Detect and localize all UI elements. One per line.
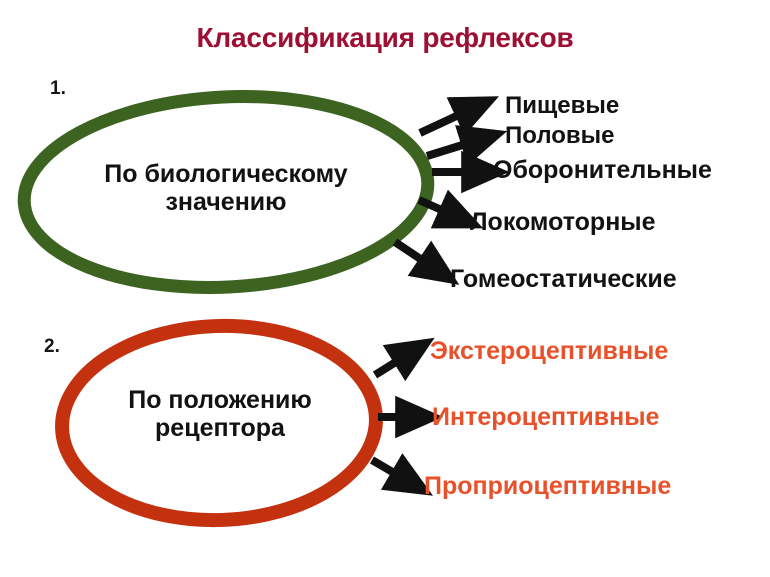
page-title: Классификация рефлексов: [196, 22, 574, 53]
leaf-label-eksteroceptivnye: Экстероцептивные: [430, 337, 669, 365]
leaf-label-proprioceptivnye: Проприоцептивные: [424, 472, 672, 500]
group-1-label-line2: значению: [165, 188, 287, 216]
leaf-label-interoceptivnye: Интероцептивные: [432, 403, 660, 431]
group-1-label-line1: По биологическому: [104, 160, 348, 188]
group-2-label-line1: По положению: [128, 386, 312, 414]
group-1-ellipse: [17, 90, 435, 294]
group-2-label-line2: рецептора: [155, 414, 285, 442]
leaf-label-polovye: Половые: [505, 122, 615, 149]
arrow-1-5: [392, 238, 460, 285]
leaf-label-lokomotornye: Локомоторные: [470, 208, 656, 236]
leaf-label-pishchevye: Пищевые: [505, 92, 620, 119]
arrow-2-1: [372, 337, 435, 382]
group-number-1: 1.: [50, 78, 66, 99]
leaf-label-oboronitelnye: Оборонительные: [493, 156, 712, 184]
group-2-ellipse: [55, 318, 383, 528]
group-1-label: По биологическому значению: [18, 160, 434, 216]
leaf-label-gomeostaticheskie: Гомеостатические: [450, 265, 677, 293]
arrow-1-1: [418, 96, 500, 137]
group-2-label: По положению рецептора: [62, 386, 378, 442]
arrow-1-2: [425, 125, 508, 166]
arrow-2-3: [369, 453, 434, 496]
group-number-2: 2.: [44, 336, 60, 357]
arrow-1-4: [417, 189, 484, 229]
